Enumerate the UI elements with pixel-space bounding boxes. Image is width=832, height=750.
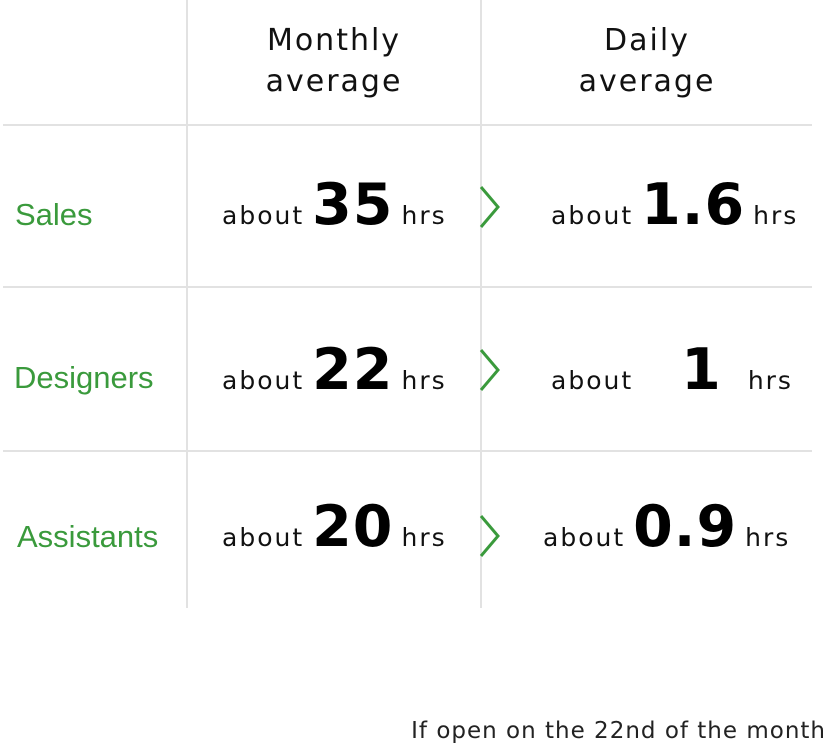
monthly-cell-assistants: about 20 hrs [222,494,447,560]
divider-vertical-label [186,0,188,608]
row-label-sales: Sales [15,197,93,232]
daily-unit: hrs [745,523,791,552]
daily-value: 1 [681,337,722,403]
column-header-daily-line1: Daily [604,23,690,58]
monthly-cell-designers: about 22 hrs [222,337,447,403]
monthly-prefix: about [222,523,305,552]
monthly-unit: hrs [401,366,447,395]
daily-cell-sales: about 1.6 hrs [551,172,798,238]
divider-header [3,124,812,126]
column-header-monthly-line2: average [265,64,403,99]
monthly-value: 20 [312,494,394,560]
daily-prefix: about [551,201,634,230]
monthly-value: 22 [312,337,394,403]
chevron-right-icon [479,349,500,391]
divider-row-1 [3,286,812,288]
chevron-right-icon [479,515,500,557]
divider-vertical-center [480,0,482,608]
footnote: If open on the 22nd of the month [411,718,826,744]
daily-prefix: about [543,523,626,552]
monthly-value: 35 [312,172,394,238]
column-header-monthly: Monthly average [188,20,480,102]
column-header-daily-line2: average [578,64,716,99]
daily-unit: hrs [747,366,793,395]
row-label-designers: Designers [14,360,154,395]
chevron-right-icon [479,186,500,228]
monthly-unit: hrs [401,201,447,230]
monthly-unit: hrs [401,523,447,552]
daily-cell-designers: about 1 hrs [551,337,793,403]
monthly-cell-sales: about 35 hrs [222,172,447,238]
divider-row-2 [3,450,812,452]
daily-unit: hrs [753,201,799,230]
daily-prefix: about [551,366,634,395]
column-header-monthly-line1: Monthly [266,23,402,58]
column-header-daily: Daily average [482,20,812,102]
monthly-prefix: about [222,201,305,230]
row-label-assistants: Assistants [17,519,159,554]
monthly-prefix: about [222,366,305,395]
daily-value: 1.6 [641,172,746,238]
daily-value: 0.9 [633,494,738,560]
daily-cell-assistants: about 0.9 hrs [543,494,790,560]
